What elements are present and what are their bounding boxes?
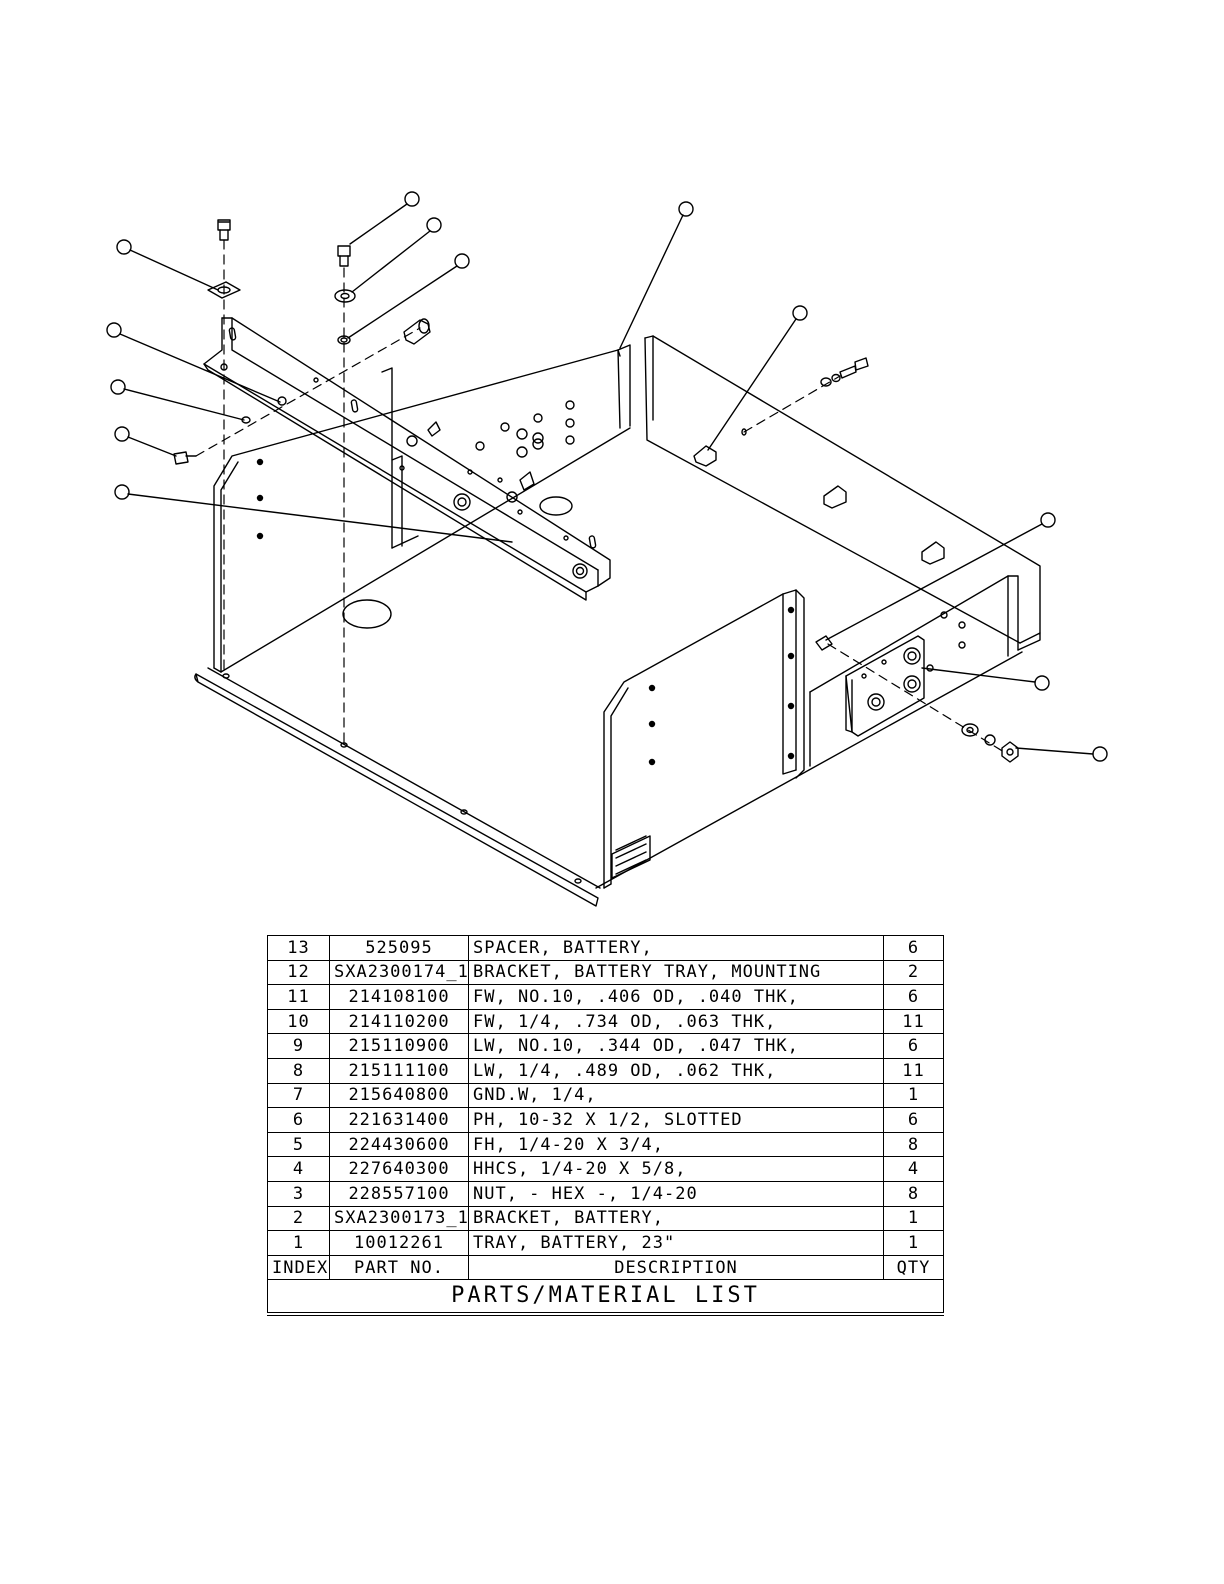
qty-cell: 6 [883, 984, 944, 1010]
qty-cell: 6 [883, 1033, 944, 1059]
qty-cell: 8 [883, 1180, 944, 1207]
description-cell: GND.W, 1/4, [468, 1082, 884, 1109]
part-no-cell: 221631400 [329, 1107, 469, 1133]
description-cell: NUT, - HEX -, 1/4-20 [468, 1180, 884, 1207]
battery-bracket [845, 635, 925, 737]
index-cell: 1 [267, 1230, 330, 1256]
index-cell: 2 [267, 1205, 330, 1232]
description-cell: FW, 1/4, .734 OD, .063 THK, [468, 1008, 884, 1035]
index-cell: 12 [267, 959, 330, 986]
part-no-cell: 215110900 [329, 1033, 469, 1059]
part-no-cell: 215640800 [329, 1082, 469, 1109]
index-cell: 6 [267, 1107, 330, 1133]
description-cell: HHCS, 1/4-20 X 5/8, [468, 1156, 884, 1182]
header-part-no: PART NO. [329, 1254, 469, 1281]
qty-cell: 1 [883, 1205, 944, 1232]
callout-balloons [106, 191, 1108, 762]
mounting-bracket [203, 317, 611, 601]
qty-cell: 6 [883, 935, 944, 961]
qty-cell: 1 [883, 1230, 944, 1256]
part-no-cell: SXA2300174_1 [329, 959, 469, 986]
part-no-cell: 215111100 [329, 1057, 469, 1084]
table-title-row: PARTS/MATERIAL LIST [267, 1279, 944, 1317]
part-no-cell: 525095 [329, 935, 469, 961]
index-cell: 5 [267, 1131, 330, 1158]
description-cell: FH, 1/4-20 X 3/4, [468, 1131, 884, 1158]
header-index: INDEX [267, 1254, 330, 1281]
qty-cell: 2 [883, 959, 944, 986]
description-cell: TRAY, BATTERY, 23" [468, 1230, 884, 1256]
index-cell: 10 [267, 1008, 330, 1035]
qty-cell: 4 [883, 1156, 944, 1182]
description-cell: BRACKET, BATTERY, [468, 1205, 884, 1232]
description-cell: PH, 10-32 X 1/2, SLOTTED [468, 1107, 884, 1133]
table-header-row: INDEX PART NO. DESCRIPTION QTY [267, 1254, 944, 1281]
index-cell: 9 [267, 1033, 330, 1059]
battery-tray [194, 335, 1041, 907]
table-title: PARTS/MATERIAL LIST [267, 1279, 944, 1317]
description-cell: SPACER, BATTERY, [468, 935, 884, 961]
description-cell: FW, NO.10, .406 OD, .040 THK, [468, 984, 884, 1010]
qty-cell: 8 [883, 1131, 944, 1158]
battery-spacers [403, 318, 945, 565]
index-cell: 3 [267, 1180, 330, 1207]
index-cell: 8 [267, 1057, 330, 1084]
qty-cell: 11 [883, 1008, 944, 1035]
exploded-assembly-drawing [106, 191, 1108, 907]
header-description: DESCRIPTION [468, 1254, 884, 1281]
description-cell: BRACKET, BATTERY TRAY, MOUNTING [468, 959, 884, 986]
qty-cell: 6 [883, 1107, 944, 1133]
part-no-cell: 228557100 [329, 1180, 469, 1207]
part-no-cell: 224430600 [329, 1131, 469, 1158]
index-cell: 7 [267, 1082, 330, 1109]
index-cell: 4 [267, 1156, 330, 1182]
index-cell: 13 [267, 935, 330, 961]
part-no-cell: SXA2300173_1 [329, 1205, 469, 1232]
header-qty: QTY [883, 1254, 944, 1281]
part-no-cell: 10012261 [329, 1230, 469, 1256]
part-no-cell: 227640300 [329, 1156, 469, 1182]
index-cell: 11 [267, 984, 330, 1010]
description-cell: LW, NO.10, .344 OD, .047 THK, [468, 1033, 884, 1059]
part-no-cell: 214110200 [329, 1008, 469, 1035]
description-cell: LW, 1/4, .489 OD, .062 THK, [468, 1057, 884, 1084]
fasteners [173, 219, 1019, 763]
qty-cell: 11 [883, 1057, 944, 1084]
qty-cell: 1 [883, 1082, 944, 1109]
part-no-cell: 214108100 [329, 984, 469, 1010]
assembly-centerlines [195, 239, 1005, 753]
